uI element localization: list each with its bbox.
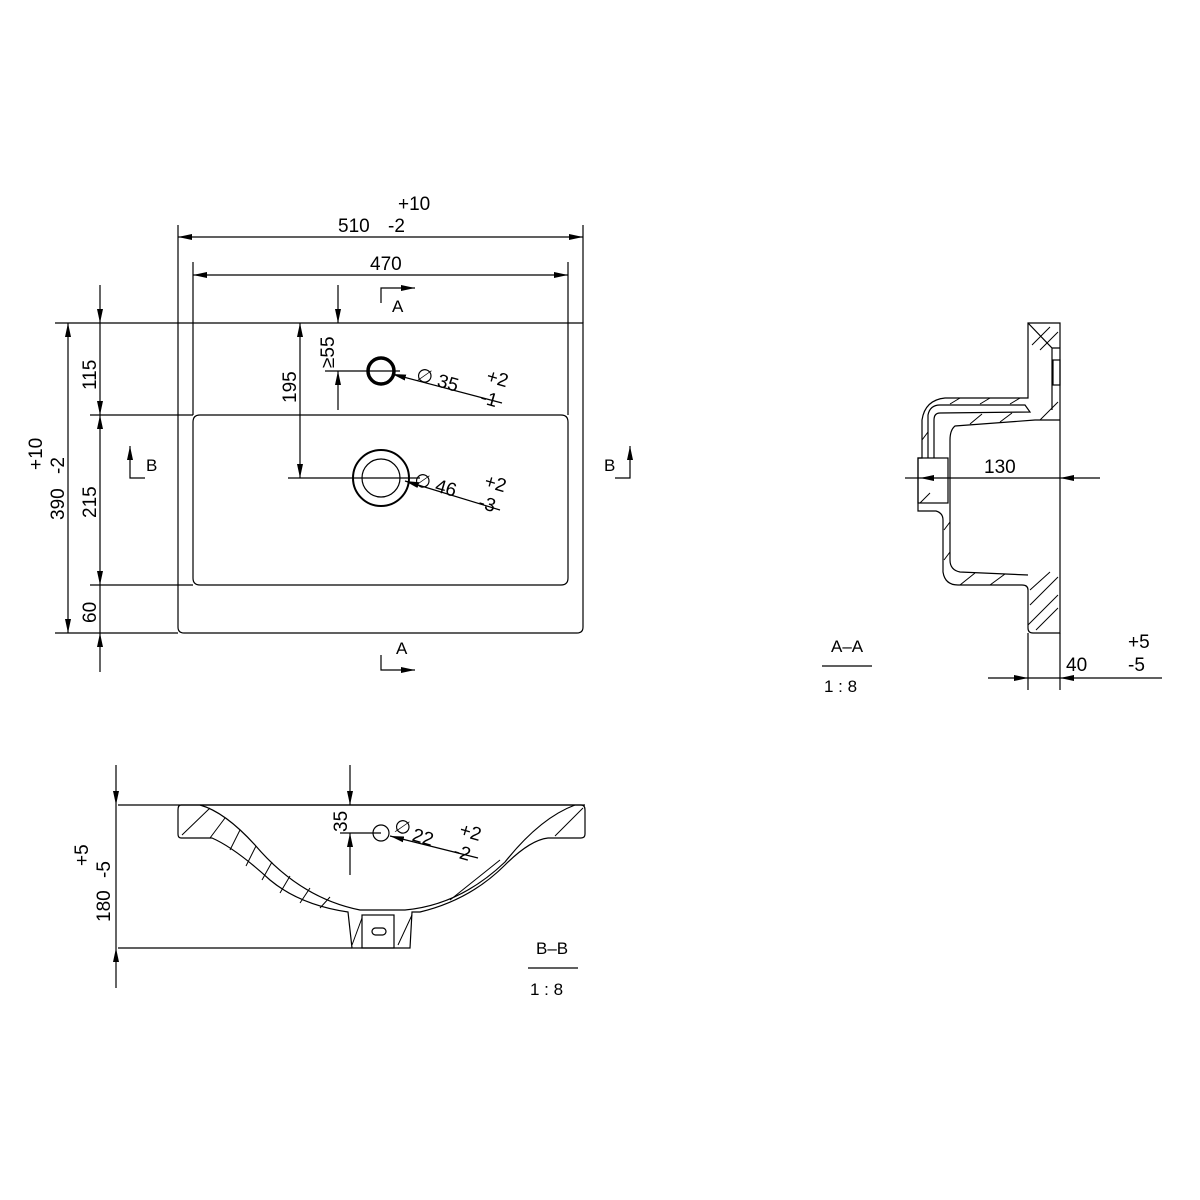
extension-lines — [55, 225, 584, 634]
dim-overflow-offset: 35 — [331, 811, 352, 832]
dim-rim-value: 40 — [1066, 655, 1087, 676]
section-bb-drain-fitting — [361, 914, 395, 949]
dim-height-tol-minus: -5 — [94, 861, 115, 878]
dim-depth-130: 130 — [984, 457, 1016, 478]
section-bb-hatching — [181, 807, 584, 946]
overflow-hole — [372, 824, 390, 842]
overflow-diameter-symbol: ∅ — [392, 816, 414, 841]
section-aa-rim-insert — [1052, 359, 1061, 386]
tap-hole-leader — [391, 373, 503, 404]
basin-bowl-outline — [192, 414, 569, 586]
basin-outline — [177, 322, 584, 634]
section-aa-title: A–A — [831, 637, 864, 656]
dim-height-tol-plus: +5 — [72, 844, 93, 866]
dim-depth-front: 60 — [80, 602, 101, 623]
drain-hole-leader — [404, 480, 501, 511]
section-aa-drain-fitting — [917, 457, 949, 504]
section-marker-a-top: A — [380, 285, 415, 316]
dim-rim-tol-minus: -5 — [1128, 655, 1145, 676]
dim-width-outer-tol-plus: +10 — [398, 194, 430, 215]
section-b-label-right: B — [604, 456, 615, 475]
section-marker-b-left: B — [127, 446, 157, 479]
dim-width-outer-value: 510 — [338, 216, 370, 237]
tap-hole-tol-minus: -1 — [478, 387, 500, 412]
section-a-label-top: A — [392, 297, 404, 316]
dim-width-inner-value: 470 — [370, 254, 402, 275]
section-bb-scale: 1 : 8 — [530, 980, 563, 999]
dim-tap-offset: 195 — [280, 371, 301, 403]
section-b-label-left: B — [146, 456, 157, 475]
plan-view: +10 510 -2 470 +10 390 -2 115 215 60 195 — [26, 194, 633, 673]
section-bb-inner-surface — [199, 804, 576, 911]
section-aa: 130 +5 40 -5 A–A 1 : 8 — [822, 322, 1162, 696]
overflow-hole-leader — [389, 835, 479, 859]
section-marker-b-right: B — [604, 446, 633, 479]
dim-depth-total-tol-minus: -2 — [48, 457, 69, 474]
section-bb-outline — [177, 804, 586, 949]
overflow-tol-minus: -2 — [451, 841, 473, 866]
dim-depth-back: 115 — [80, 360, 101, 390]
dim-width-outer-tol-minus: -2 — [388, 216, 405, 237]
drain-hole-tol-minus: -3 — [476, 492, 498, 517]
dim-depth-basin: 215 — [80, 486, 101, 518]
tap-hole-diameter: 35 — [435, 371, 461, 397]
dim-rim-tol-plus: +5 — [1128, 632, 1150, 653]
tap-hole-diameter-symbol: ∅ — [414, 365, 436, 390]
section-aa-scale: 1 : 8 — [824, 677, 857, 696]
section-aa-inner-surface — [949, 419, 1060, 576]
section-bb-title: B–B — [536, 939, 568, 958]
section-aa-outline — [917, 322, 1061, 634]
dim-height-value: 180 — [94, 890, 115, 922]
dim-tap-min: ≥55 — [318, 336, 339, 368]
drain-hole-diameter: 46 — [433, 476, 459, 502]
section-marker-a-bottom: A — [380, 639, 415, 673]
drain-hole-inner — [361, 458, 401, 498]
section-aa-overflow-channel — [927, 404, 1032, 458]
section-aa-rim-detail — [1027, 322, 1060, 410]
section-a-label-bottom: A — [396, 639, 408, 658]
drain-hole-diameter-symbol: ∅ — [412, 470, 434, 495]
section-bb: +5 180 -5 35 ∅ 22 +2 -2 B–B 1 : 8 — [72, 765, 586, 999]
tap-hole — [366, 356, 396, 386]
dim-depth-total-tol-plus: +10 — [26, 438, 47, 470]
section-bb-drain-slot — [371, 927, 387, 936]
dim-depth-total-value: 390 — [48, 488, 69, 520]
section-aa-hatching — [919, 326, 1059, 631]
drain-hole-outer — [352, 449, 410, 507]
